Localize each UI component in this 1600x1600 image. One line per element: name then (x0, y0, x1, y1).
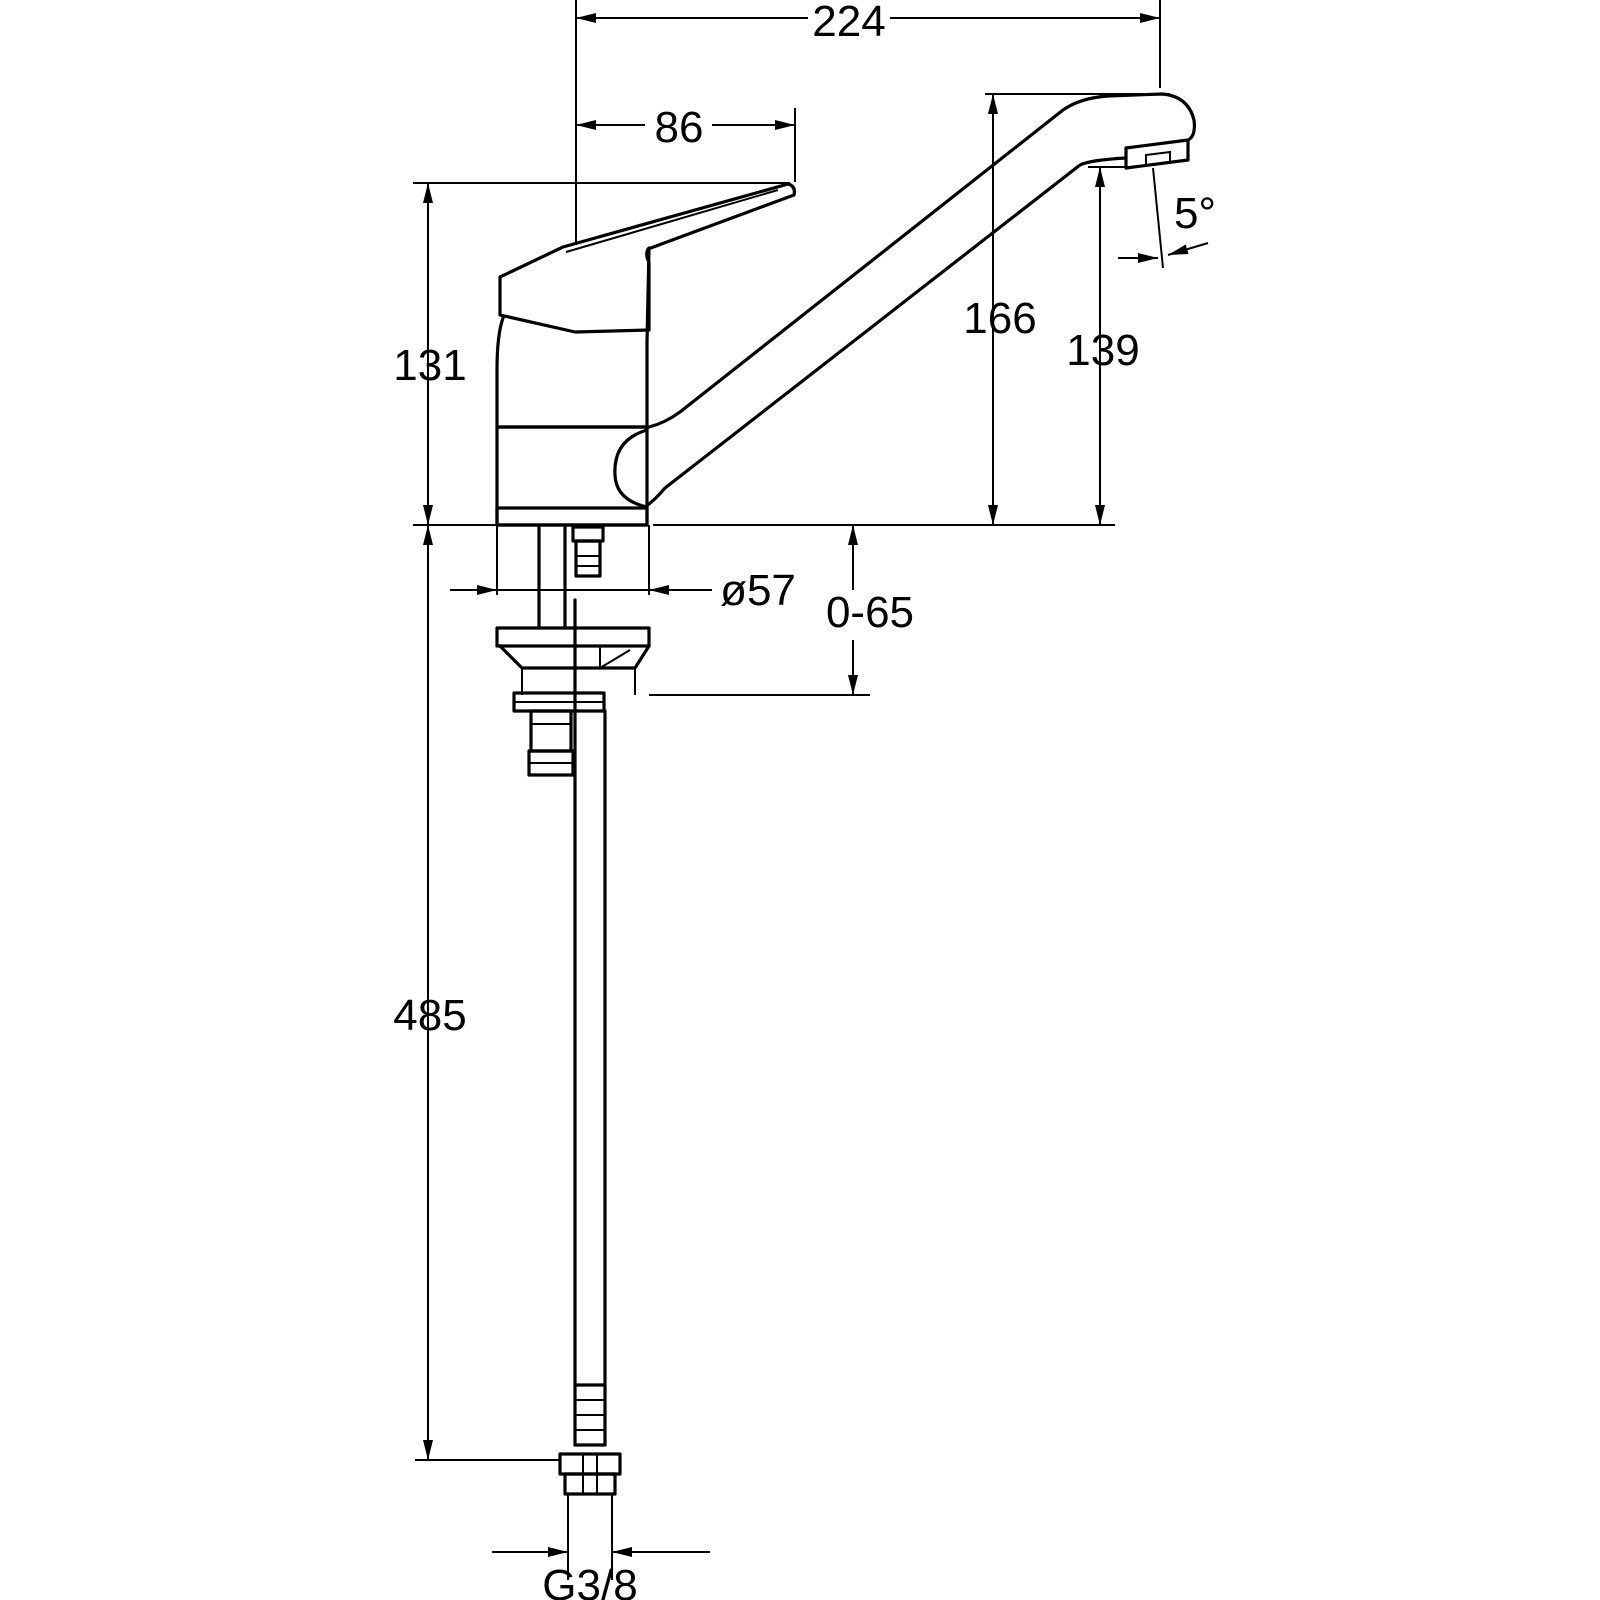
lower-connector (527, 709, 575, 777)
body-base-ring (495, 506, 649, 527)
spout-collar (613, 428, 649, 509)
label-hose-length: 485 (393, 991, 466, 1040)
label-outlet-clearance: 139 (1066, 326, 1139, 375)
spout-aerator (1124, 138, 1190, 170)
label-deck-thickness: 0-65 (826, 588, 914, 637)
mixer-body (495, 246, 651, 429)
lever-handle (498, 182, 796, 334)
label-spout-height: 166 (963, 294, 1036, 343)
label-overall-reach: 224 (812, 0, 885, 46)
lever-edge-line (565, 189, 779, 253)
dimension-labels: 224 86 131 166 139 5° ø57 0-65 485 G3/8 (393, 0, 1216, 1600)
hose-end-fitting (558, 1383, 622, 1496)
mounting-plate (495, 626, 651, 695)
spout-upper-edge (647, 92, 1196, 429)
label-connection-thread: G3/8 (542, 1561, 637, 1600)
mounting-assembly (495, 523, 651, 1496)
label-spout-angle: 5° (1174, 189, 1216, 238)
upper-hose-nut (571, 525, 605, 578)
label-lever-reach: 86 (655, 103, 704, 152)
faucet-outline (495, 92, 1196, 527)
aerator-nozzle (1145, 150, 1171, 167)
spout-lower-edge (643, 156, 1128, 509)
dimension-lines (413, 0, 1209, 1580)
dim-line-angle (1152, 167, 1164, 269)
label-base-diameter: ø57 (720, 566, 796, 615)
locking-nut (512, 691, 606, 713)
label-body-height: 131 (393, 341, 466, 390)
